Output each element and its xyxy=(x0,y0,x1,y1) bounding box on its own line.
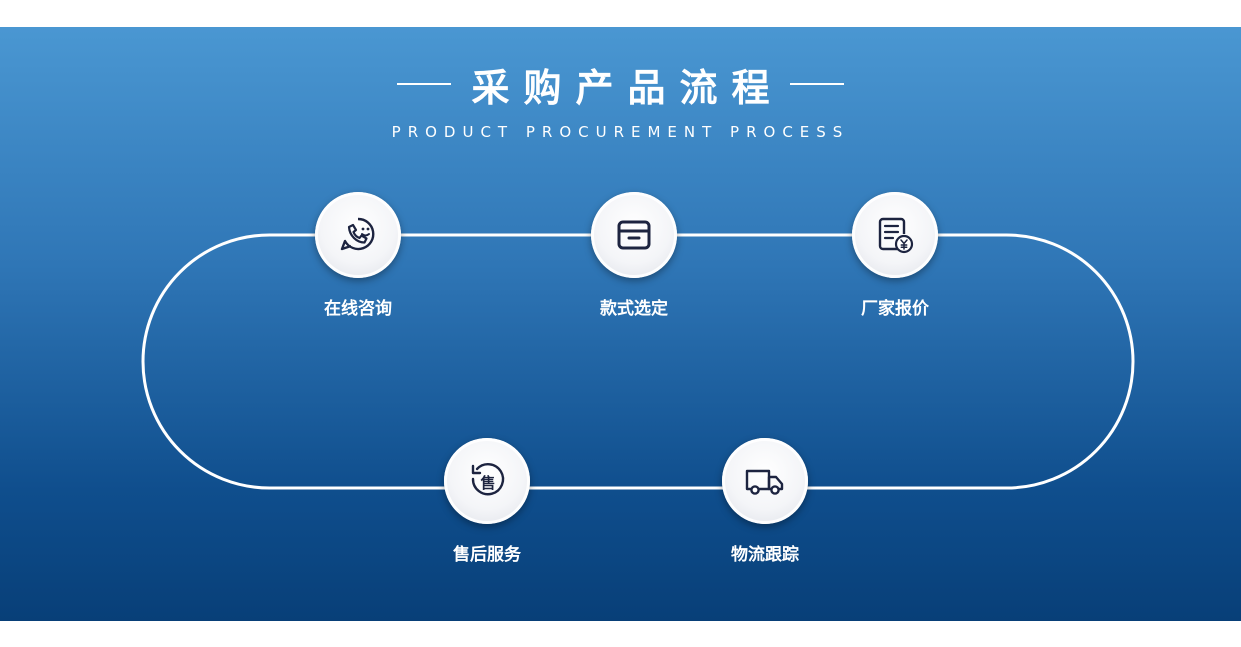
svg-text:售: 售 xyxy=(480,474,495,492)
phone-chat-icon xyxy=(340,217,375,251)
step-label: 物流跟踪 xyxy=(731,545,799,565)
quote-document-icon xyxy=(878,217,914,254)
after-sales-icon: 售 xyxy=(471,463,505,496)
page-title: 采购产品流程 xyxy=(471,65,784,110)
step-factory-quote[interactable] xyxy=(852,192,938,278)
truck-icon xyxy=(745,469,784,495)
title-row: 采购产品流程 xyxy=(0,61,1241,110)
step-after-sales[interactable]: 售 xyxy=(444,438,530,524)
process-track xyxy=(141,233,1135,490)
step-label: 厂家报价 xyxy=(861,299,929,319)
step-logistics-tracking[interactable] xyxy=(722,438,808,524)
step-online-consult[interactable] xyxy=(315,192,401,278)
title-right-line xyxy=(789,83,844,85)
page-subtitle: PRODUCT PROCUREMENT PROCESS xyxy=(391,123,850,141)
box-icon xyxy=(617,220,651,250)
process-banner: 采购产品流程 PRODUCT PROCUREMENT PROCESS 在线咨询 … xyxy=(0,27,1241,621)
title-left-line xyxy=(397,83,452,85)
step-label: 售后服务 xyxy=(453,545,521,565)
step-style-select[interactable] xyxy=(591,192,677,278)
step-label: 款式选定 xyxy=(600,299,668,319)
step-label: 在线咨询 xyxy=(324,299,392,319)
